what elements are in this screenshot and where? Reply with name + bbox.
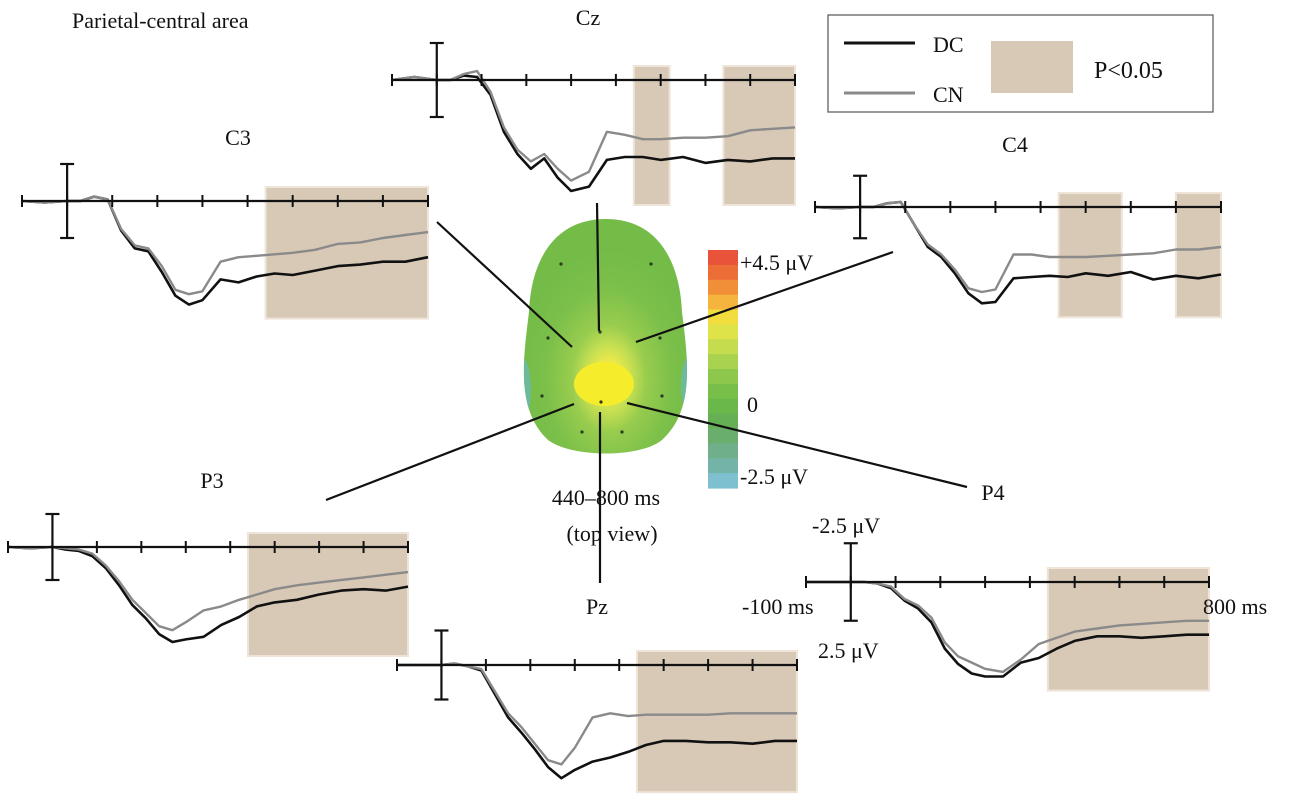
significance-window-c4-1: [1174, 192, 1223, 319]
electrode-connector-line: [595, 202, 601, 332]
legend-significance-swatch: [991, 41, 1073, 93]
colorbar-segment: [708, 324, 738, 340]
electrode-connector-line: [436, 221, 573, 348]
colorbar-segment: [708, 383, 738, 400]
electrode-dot: [580, 430, 584, 434]
legend-label-dc: DC: [933, 32, 964, 57]
waveform-cz-cn: [391, 69, 796, 182]
topomap-peak-region: [574, 362, 634, 406]
waveform-p3-cn: [7, 545, 409, 632]
significance-window-cz-1: [722, 65, 796, 206]
topomap-negative-region-left: [523, 354, 531, 426]
electrode-connector-line: [325, 402, 575, 502]
colorbar-segment: [708, 264, 738, 281]
axis-pos-label: 2.5 μV: [818, 638, 879, 663]
significance-window-p4-0: [1046, 567, 1211, 692]
colorbar-segment: [708, 428, 738, 444]
panel-label-cz: Cz: [576, 5, 601, 30]
topomap-view-label: (top view): [566, 521, 657, 546]
colorbar-segment: [708, 398, 738, 415]
topomap-window-label: 440–800 ms: [552, 485, 660, 510]
waveform-p4-cn: [806, 580, 1209, 674]
significance-window-p3-0: [247, 532, 409, 658]
axis-neg-label: -2.5 μV: [812, 513, 880, 538]
colorbar-segment: [708, 279, 738, 296]
waveform-c4-cn: [814, 200, 1222, 294]
figure-title: Parietal-central area: [72, 8, 249, 33]
panel-label-c3: C3: [225, 125, 251, 150]
colorbar-segment: [708, 369, 738, 385]
colorbar-segment: [708, 473, 738, 489]
axis-start-label: -100 ms: [742, 594, 814, 619]
electrode-dot: [620, 430, 624, 434]
legend-label-cn: CN: [933, 82, 964, 107]
electrode-dot: [598, 330, 602, 334]
electrode-dot: [658, 336, 662, 340]
panel-label-c4: C4: [1002, 132, 1028, 157]
colorbar-max-label: +4.5 μV: [740, 250, 813, 275]
topomap-negative-region-right: [681, 355, 688, 415]
electrode-dot: [599, 400, 603, 404]
electrode-dot: [649, 262, 653, 266]
significance-window-pz-0: [636, 650, 798, 794]
panel-label-p3: P3: [200, 468, 223, 493]
electrode-dot: [546, 336, 550, 340]
electrode-connector-line: [626, 401, 968, 489]
colorbar-segment: [708, 443, 738, 459]
electrode-connector-line: [635, 250, 894, 344]
colorbar-segment: [708, 250, 738, 266]
waveform-c3-cn: [21, 195, 429, 296]
panel-label-p4: P4: [981, 480, 1004, 505]
legend-significance-label: P<0.05: [1094, 58, 1163, 84]
waveform-p3-dc: [7, 545, 409, 644]
colorbar-min-label: -2.5 μV: [740, 464, 808, 489]
electrode-dot: [660, 394, 664, 398]
colorbar-segment: [708, 339, 738, 355]
significance-window-cz-0: [632, 65, 671, 206]
colorbar-segment: [708, 294, 738, 311]
panel-label-pz: Pz: [586, 594, 608, 619]
colorbar-zero-label: 0: [747, 392, 758, 417]
colorbar-segment: [708, 354, 738, 370]
axis-end-label: 800 ms: [1203, 594, 1267, 619]
topomap-head: [523, 219, 688, 454]
electrode-dot: [559, 262, 563, 266]
colorbar-segment: [708, 458, 738, 474]
electrode-dot: [540, 394, 544, 398]
